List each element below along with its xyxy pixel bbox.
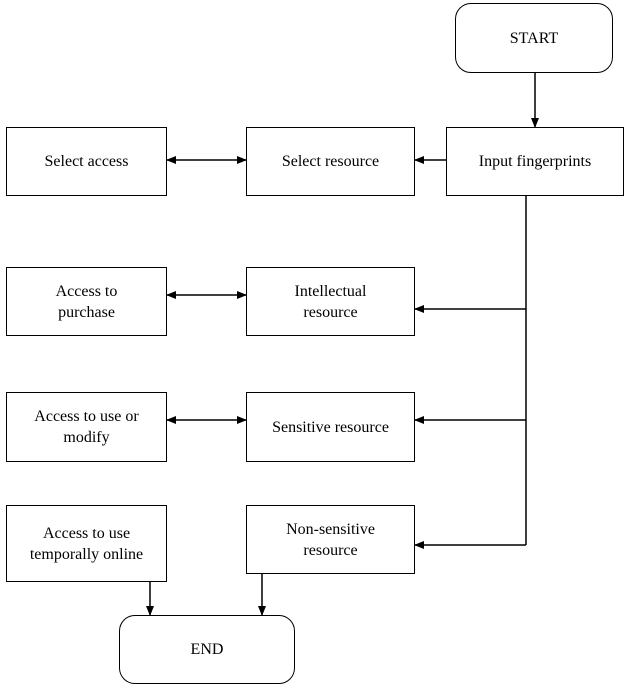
sensitive-resource-label: Sensitive resource — [272, 418, 389, 436]
access-to-use-temporally-online-node: Access to use temporally online — [6, 505, 167, 582]
select-access-node: Select access — [6, 127, 167, 196]
access-to-purchase-label: Access to purchase — [55, 282, 118, 321]
sensitive-resource-node: Sensitive resource — [246, 392, 415, 462]
start-label: START — [509, 29, 559, 47]
access-to-use-temporally-online-label: Access to use temporally online — [29, 524, 144, 563]
intellectual-resource-label: Intellectual resource — [294, 282, 367, 321]
access-to-use-or-modify-label: Access to use or modify — [34, 408, 139, 446]
select-resource-node: Select resource — [246, 127, 415, 196]
end-node: END — [119, 615, 295, 684]
non-sensitive-resource-label: Non-sensitive resource — [286, 520, 375, 559]
access-to-use-or-modify-node: Access to use or modify — [6, 392, 167, 462]
end-label: END — [190, 641, 224, 658]
start-node: START — [455, 3, 613, 73]
select-resource-label: Select resource — [281, 153, 380, 170]
select-access-label: Select access — [44, 153, 129, 170]
input-fingerprints-node: Input fingerprints — [446, 127, 624, 196]
input-fingerprints-label: Input fingerprints — [478, 153, 592, 170]
intellectual-resource-node: Intellectual resource — [246, 267, 415, 336]
non-sensitive-resource-node: Non-sensitive resource — [246, 505, 415, 574]
access-to-purchase-node: Access to purchase — [6, 267, 167, 336]
